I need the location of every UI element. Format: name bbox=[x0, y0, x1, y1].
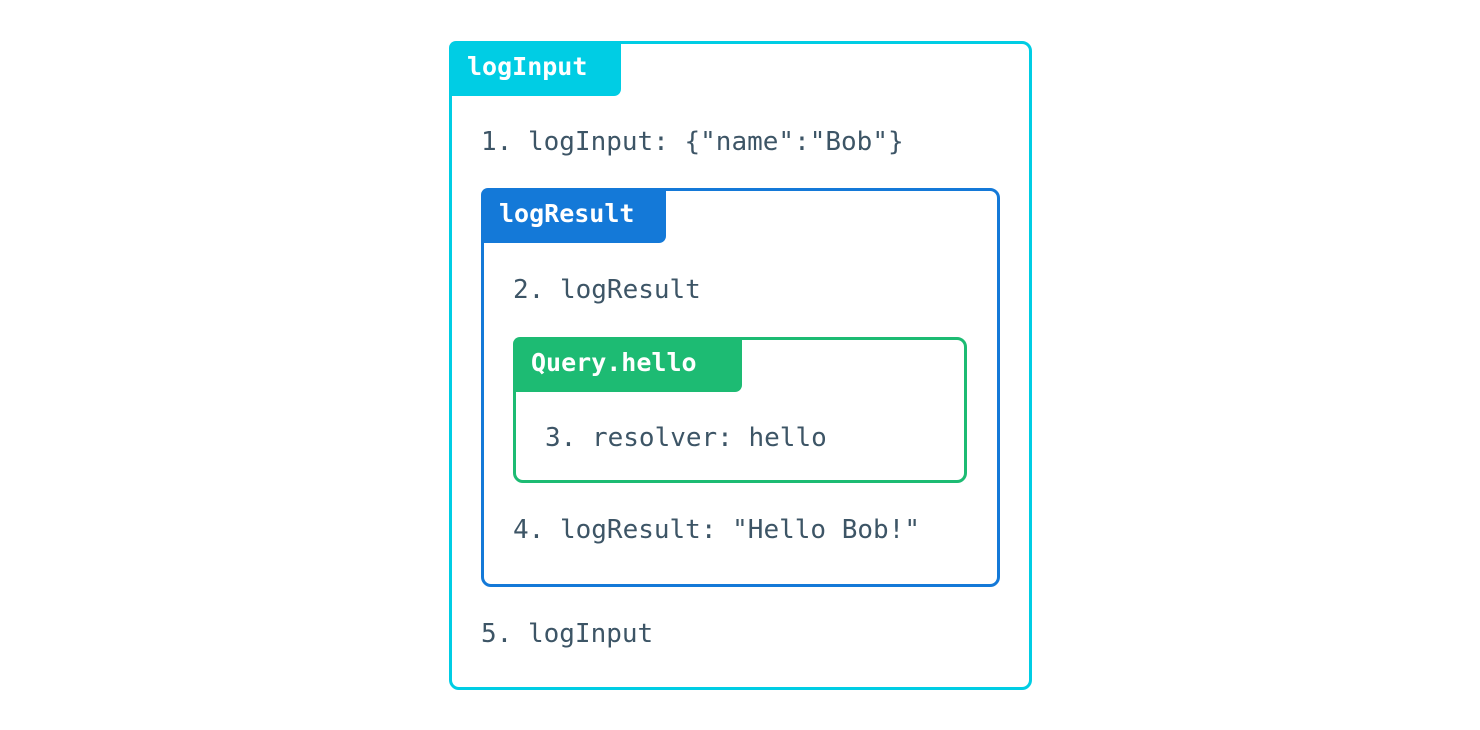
step-3: 3. resolver: hello bbox=[545, 423, 827, 453]
log-result-box: logResult bbox=[481, 188, 1000, 587]
log-result-label: logResult bbox=[481, 188, 666, 243]
step-4: 4. logResult: "Hello Bob!" bbox=[513, 515, 920, 545]
query-hello-box: Query.hello bbox=[513, 337, 967, 483]
step-2: 2. logResult bbox=[513, 275, 701, 305]
log-input-label: logInput bbox=[449, 41, 621, 96]
log-input-box: logInput bbox=[449, 41, 1032, 690]
query-hello-label: Query.hello bbox=[513, 337, 742, 392]
step-5: 5. logInput bbox=[481, 619, 654, 649]
step-1: 1. logInput: {"name":"Bob"} bbox=[481, 127, 904, 157]
